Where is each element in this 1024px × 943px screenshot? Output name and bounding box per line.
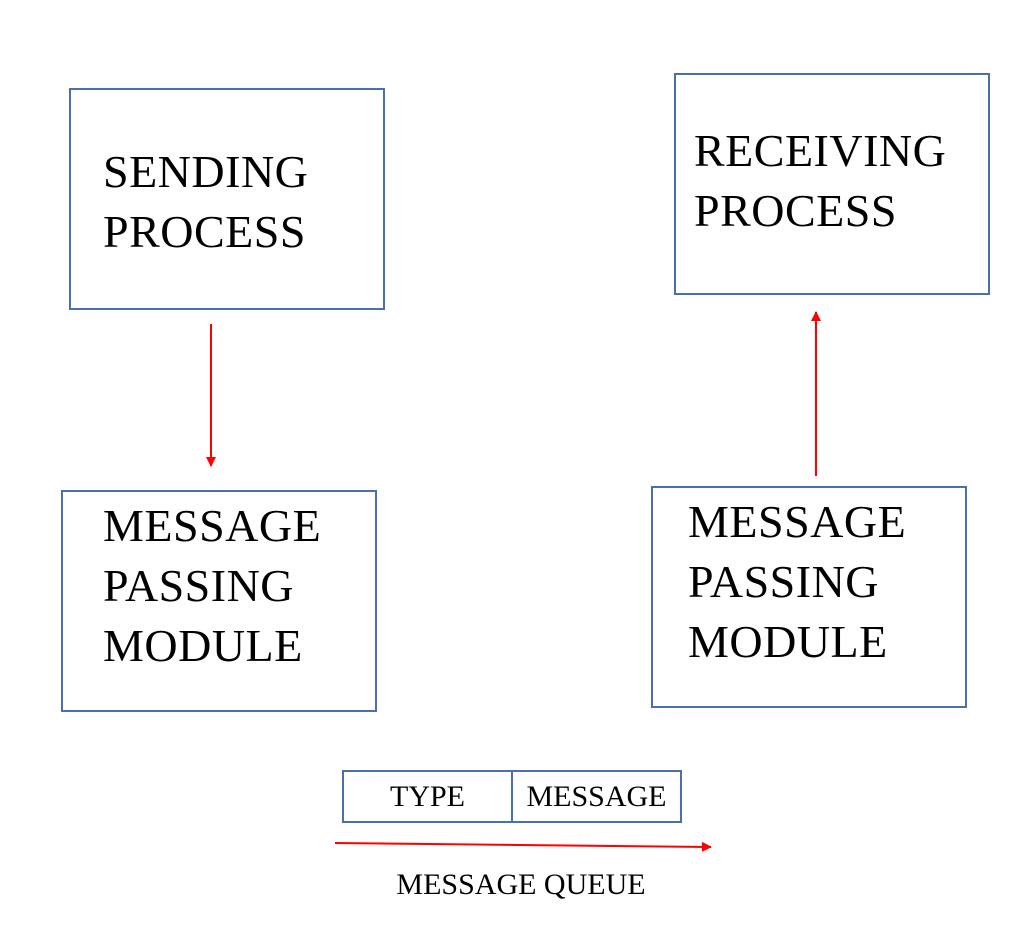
receiving-process-label: RECEIVING PROCESS <box>694 125 947 236</box>
sender-message-passing-module-box: MESSAGE PASSING MODULE <box>61 490 377 712</box>
message-queue-caption: MESSAGE QUEUE <box>396 868 646 901</box>
receiver-message-passing-module-box: MESSAGE PASSING MODULE <box>651 486 967 708</box>
receiver-message-passing-module-label: MESSAGE PASSING MODULE <box>688 496 907 667</box>
receiving-process-box: RECEIVING PROCESS <box>674 73 990 295</box>
sending-process-box: SENDING PROCESS <box>69 88 385 310</box>
sender-message-passing-module-label: MESSAGE PASSING MODULE <box>103 500 322 671</box>
sending-process-label: SENDING PROCESS <box>103 146 309 257</box>
queue-direction-arrow <box>334 841 712 852</box>
queue-type-field: TYPE <box>344 772 513 821</box>
queue-message-field: MESSAGE <box>526 779 667 813</box>
message-queue-record: TYPE MESSAGE <box>342 770 682 823</box>
